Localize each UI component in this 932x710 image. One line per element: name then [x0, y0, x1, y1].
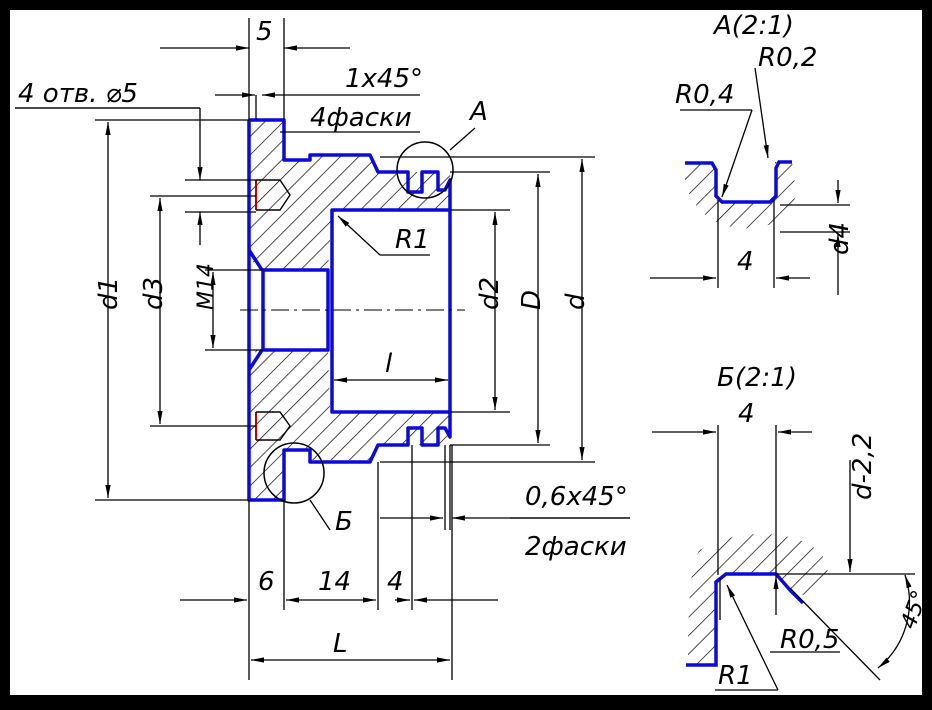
paper	[10, 10, 922, 695]
L-label: L	[333, 629, 348, 659]
dimension-lines	[15, 18, 630, 680]
hatch-top	[249, 120, 450, 270]
detail-a-title: А(2:1)	[712, 11, 794, 41]
chamfer-top-label: 1x45°	[345, 64, 423, 94]
d1-label: d1	[94, 277, 124, 310]
detail-a-outline	[685, 160, 792, 204]
detail-b-r05: R0,5	[780, 625, 839, 655]
d2-label: d2	[475, 277, 505, 310]
holes-label: 4 отв. ⌀5	[18, 79, 138, 109]
chamfers-4-label: 4фаски	[310, 103, 412, 133]
m14-label: M14	[194, 263, 219, 310]
d3-label: d3	[139, 277, 169, 310]
detail-a-circle	[396, 141, 454, 199]
dim-4-label: 4	[387, 567, 404, 597]
chamfers-2-label: 2фаски	[525, 532, 627, 562]
main-section	[240, 118, 465, 504]
dim-6-label: 6	[258, 567, 275, 597]
detail-b-d-minus: d-2,2	[848, 433, 878, 500]
r1-label: R1	[395, 225, 430, 255]
chamfer-bottom-label: 0,6x45°	[525, 482, 628, 512]
detail-a-d4: d4	[825, 222, 855, 255]
main-labels: 5 4 отв. ⌀5 1x45° 4фаски А R1 d1 d3 M14 …	[18, 17, 628, 659]
detail-b-marker: Б	[335, 507, 353, 537]
detail-a-marker: А	[468, 97, 488, 127]
D-label: D	[517, 290, 547, 310]
hatch-bottom	[249, 350, 450, 500]
detail-a-r04: R0,4	[675, 80, 734, 110]
detail-b-circle	[263, 442, 325, 504]
detail-b-title: Б(2:1)	[717, 363, 797, 393]
detail-a-hatch	[684, 162, 796, 229]
d-label: d	[561, 293, 591, 310]
detail-a: А(2:1) R0,4 R0,2 4 d4	[650, 11, 855, 295]
detail-a-r02: R0,2	[758, 43, 817, 73]
dim-5-label: 5	[256, 17, 273, 47]
detail-b-dim-4: 4	[738, 399, 755, 429]
detail-a-dim-4: 4	[737, 247, 754, 277]
detail-b-hatch	[688, 533, 828, 665]
detail-b-r1: R1	[718, 661, 753, 691]
l-label: l	[385, 349, 393, 379]
dim-14-label: 14	[318, 567, 351, 597]
detail-b-outline	[686, 572, 805, 667]
